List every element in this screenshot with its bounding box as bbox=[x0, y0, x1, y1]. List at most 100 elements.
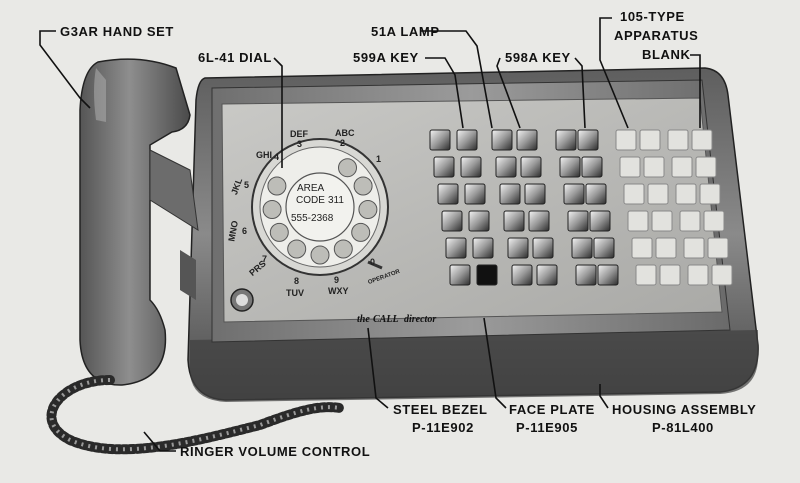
lamp-51a[interactable] bbox=[567, 210, 589, 232]
callout-steel-bezel: STEEL BEZEL P-11E902 bbox=[367, 327, 487, 435]
lamp-51a[interactable] bbox=[429, 129, 451, 151]
lamp-51a[interactable] bbox=[563, 183, 585, 205]
key-599a[interactable] bbox=[585, 183, 607, 205]
lamp-51a[interactable] bbox=[507, 237, 529, 259]
key-599a[interactable] bbox=[460, 156, 482, 178]
label-598-key: 598A KEY bbox=[505, 50, 571, 65]
callout-ringer-volume: RINGER VOLUME CONTROL bbox=[143, 431, 370, 459]
finger-hole[interactable] bbox=[338, 158, 357, 178]
key-599a[interactable] bbox=[577, 129, 599, 151]
lamp-51a[interactable] bbox=[555, 129, 577, 151]
dial-num-0: 0 bbox=[370, 257, 375, 267]
apparatus-blank bbox=[671, 156, 693, 178]
finger-hole[interactable] bbox=[269, 222, 289, 242]
callout-598-key: 598A KEY bbox=[496, 50, 586, 129]
dial-abc: ABC bbox=[335, 128, 355, 138]
dial-def: DEF bbox=[290, 129, 309, 139]
key-599a[interactable] bbox=[528, 210, 550, 232]
label-ringer: RINGER VOLUME CONTROL bbox=[180, 444, 370, 459]
label-handset: G3AR HAND SET bbox=[60, 24, 174, 39]
dial-num-9: 9 bbox=[334, 275, 339, 285]
lamp-51a[interactable] bbox=[445, 237, 467, 259]
apparatus-blank bbox=[707, 237, 729, 259]
callout-lamp: 51A LAMP bbox=[371, 24, 493, 129]
dial-num-1: 1 bbox=[376, 154, 381, 164]
apparatus-blank bbox=[691, 129, 713, 151]
label-lamp: 51A LAMP bbox=[371, 24, 440, 39]
key-599a[interactable] bbox=[472, 237, 494, 259]
brand-mark: the CALL director bbox=[357, 314, 436, 325]
apparatus-blank bbox=[623, 183, 645, 205]
apparatus-blank bbox=[651, 210, 673, 232]
rotary-dial[interactable]: AREA CODE 311 555-2368 bbox=[251, 138, 389, 276]
key-599a[interactable] bbox=[468, 210, 490, 232]
lamp-51a[interactable] bbox=[433, 156, 455, 178]
label-apparatus-3: BLANK bbox=[642, 47, 691, 62]
lamp-51a[interactable] bbox=[571, 237, 593, 259]
brand-director: director bbox=[404, 314, 436, 325]
dial-num-5: 5 bbox=[244, 180, 249, 190]
lamp-51a[interactable] bbox=[511, 264, 533, 286]
apparatus-blank bbox=[683, 237, 705, 259]
finger-hole[interactable] bbox=[262, 200, 282, 219]
label-bezel-2: P-11E902 bbox=[412, 420, 474, 435]
label-599-key: 599A KEY bbox=[353, 50, 419, 65]
callout-dial: 6L-41 DIAL bbox=[198, 50, 283, 168]
key-599a[interactable] bbox=[456, 129, 478, 151]
key-599a[interactable] bbox=[476, 264, 498, 286]
finger-hole[interactable] bbox=[310, 245, 330, 265]
key-599a[interactable] bbox=[593, 237, 615, 259]
lamp-51a[interactable] bbox=[495, 156, 517, 178]
lamp-51a[interactable] bbox=[575, 264, 597, 286]
apparatus-blank bbox=[655, 237, 677, 259]
lamp-51a[interactable] bbox=[449, 264, 471, 286]
key-599a[interactable] bbox=[524, 183, 546, 205]
label-faceplate-1: FACE PLATE bbox=[509, 402, 595, 417]
callout-face-plate: FACE PLATE P-11E905 bbox=[483, 317, 595, 435]
key-grid bbox=[429, 129, 733, 286]
lamp-51a[interactable] bbox=[441, 210, 463, 232]
key-599a[interactable] bbox=[536, 264, 558, 286]
label-housing-1: HOUSING ASSEMBLY bbox=[612, 402, 756, 417]
key-599a[interactable] bbox=[581, 156, 603, 178]
dial-num-6: 6 bbox=[242, 226, 247, 236]
apparatus-blank bbox=[627, 210, 649, 232]
lamp-51a[interactable] bbox=[503, 210, 525, 232]
label-faceplate-2: P-11E905 bbox=[516, 420, 578, 435]
label-apparatus-2: APPARATUS bbox=[614, 28, 698, 43]
key-599a[interactable] bbox=[520, 156, 542, 178]
brand-the: the bbox=[357, 314, 370, 325]
dial-mno: MNO bbox=[226, 220, 239, 242]
finger-hole[interactable] bbox=[267, 176, 287, 196]
lamp-51a[interactable] bbox=[499, 183, 521, 205]
dial-num-2: 2 bbox=[340, 138, 345, 148]
apparatus-blank bbox=[639, 129, 661, 151]
dial-num-4: 4 bbox=[274, 152, 279, 162]
coiled-cord bbox=[46, 375, 345, 455]
dial-wxy: WXY bbox=[328, 286, 349, 296]
finger-hole[interactable] bbox=[333, 239, 353, 259]
key-599a[interactable] bbox=[532, 237, 554, 259]
apparatus-blank bbox=[703, 210, 725, 232]
key-599a[interactable] bbox=[516, 129, 538, 151]
key-599a[interactable] bbox=[597, 264, 619, 286]
apparatus-blank bbox=[647, 183, 669, 205]
apparatus-blank bbox=[675, 183, 697, 205]
key-599a[interactable] bbox=[464, 183, 486, 205]
finger-hole[interactable] bbox=[353, 176, 373, 196]
dial-num-7: 7 bbox=[262, 254, 267, 264]
lamp-51a[interactable] bbox=[559, 156, 581, 178]
lamp-51a[interactable] bbox=[491, 129, 513, 151]
finger-hole[interactable] bbox=[351, 222, 371, 242]
finger-hole[interactable] bbox=[358, 200, 378, 219]
key-599a[interactable] bbox=[589, 210, 611, 232]
card-line2: CODE bbox=[296, 195, 325, 206]
label-bezel-1: STEEL BEZEL bbox=[393, 402, 487, 417]
callout-apparatus-blank: 105-TYPE APPARATUS BLANK bbox=[599, 9, 701, 129]
finger-hole[interactable] bbox=[287, 239, 307, 259]
handset[interactable] bbox=[79, 58, 199, 386]
bell-system-logo bbox=[230, 288, 254, 312]
apparatus-blank bbox=[695, 156, 717, 178]
lamp-51a[interactable] bbox=[437, 183, 459, 205]
label-dial: 6L-41 DIAL bbox=[198, 50, 272, 65]
